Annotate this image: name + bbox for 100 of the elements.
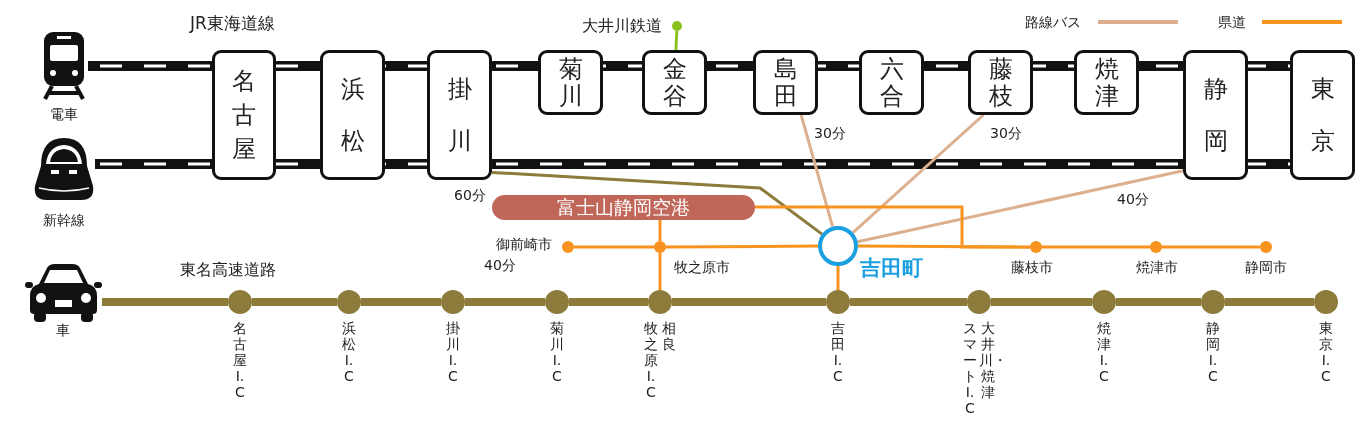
interchange-dot (967, 290, 991, 314)
rail-line (1248, 61, 1290, 71)
rail-line (95, 159, 212, 169)
interchange-label: 掛川I.C (445, 320, 461, 384)
interchange-label: 牧之原I.C (643, 320, 659, 400)
station-box: 菊川 (538, 50, 603, 115)
interchange-dot (337, 290, 361, 314)
rail-line (707, 61, 753, 71)
line-name-label: JR東海道線 (190, 13, 275, 34)
rail-line (818, 61, 859, 71)
station-box: 浜松 (320, 50, 385, 180)
road-junction-dot (1030, 241, 1042, 253)
rail-line (1248, 159, 1290, 169)
rail-line (1033, 61, 1074, 71)
legend-label: 県道 (1218, 14, 1246, 30)
city-label: 牧之原市 (674, 259, 730, 275)
station-box: 六合 (859, 50, 924, 115)
rail-line (385, 159, 427, 169)
town-label: 吉田町 (860, 256, 923, 281)
station-box: 掛川 (427, 50, 492, 180)
interchange-dot (441, 290, 465, 314)
route-line (666, 244, 818, 249)
city-label: 藤枝市 (1011, 259, 1053, 275)
rail-line (1139, 61, 1183, 71)
city-label: 焼津市 (1136, 259, 1178, 275)
time-label: 40分 (484, 257, 516, 273)
highway-line (672, 298, 826, 306)
interchange-dot (545, 290, 569, 314)
rail-line (603, 61, 642, 71)
vehicle-label: 車 (56, 322, 70, 338)
route-line (799, 114, 835, 228)
interchange-label: 菊川I.C (549, 320, 565, 384)
interchange-label: 東京I.C (1318, 320, 1334, 384)
interchange-dot (1314, 290, 1338, 314)
route-line (658, 220, 662, 241)
route-line (491, 170, 823, 236)
rail-line (88, 61, 212, 71)
airport-box: 富士山静岡空港 (492, 195, 755, 220)
highway-line (252, 298, 337, 306)
city-label: 静岡市 (1245, 259, 1287, 275)
highway-line (1225, 298, 1314, 306)
rail-line (924, 61, 968, 71)
interchange-label: 浜松I.C (341, 320, 357, 384)
interchange-label: 静岡I.C (1205, 320, 1221, 384)
vehicle-label: 電車 (50, 106, 78, 122)
rail-line (492, 159, 1183, 169)
city-label: 御前崎市 (496, 236, 552, 252)
car-icon (25, 264, 102, 322)
station-box: 島田 (753, 50, 818, 115)
route-line (1042, 245, 1150, 249)
route-line (858, 244, 1030, 249)
route-line (658, 253, 662, 290)
interchange-dot (228, 290, 252, 314)
vehicle-label: 新幹線 (43, 212, 85, 228)
route-line (1162, 245, 1260, 249)
rail-line (276, 159, 320, 169)
interchange-label: 吉田I.C (830, 320, 846, 384)
route-line (674, 30, 679, 51)
road-junction-dot (1150, 241, 1162, 253)
station-box: 金谷 (642, 50, 707, 115)
rail-line (276, 61, 320, 71)
interchange-label: スマートI.C (962, 320, 978, 416)
edge-label: 40分 (1115, 191, 1151, 207)
legend-label: 路線バス (1025, 14, 1081, 30)
line-label: 大井川鉄道 (582, 16, 662, 36)
interchange-dot (1092, 290, 1116, 314)
station-box: 焼津 (1074, 50, 1139, 115)
edge-label: 30分 (988, 125, 1024, 141)
road-junction-dot (1260, 241, 1272, 253)
edge-label: 30分 (812, 125, 848, 141)
highway-line (991, 298, 1092, 306)
station-box: 静岡 (1183, 50, 1248, 180)
town-marker-circle (818, 226, 858, 266)
interchange-label: 相良 (661, 320, 677, 352)
edge-label: 60分 (452, 187, 488, 203)
route-line (836, 266, 840, 290)
highway-line (569, 298, 648, 306)
road-junction-dot (654, 241, 666, 253)
highway-line (1116, 298, 1201, 306)
station-box: 東京 (1290, 50, 1355, 180)
interchange-label: 名古屋I.C (232, 320, 248, 400)
line-name-label: 東名高速道路 (180, 260, 276, 280)
highway-line (465, 298, 545, 306)
line-end-dot (672, 21, 682, 31)
highway-line (361, 298, 441, 306)
interchange-dot (826, 290, 850, 314)
rail-line (492, 61, 538, 71)
road-junction-dot (562, 241, 574, 253)
highway-line (850, 298, 967, 306)
route-line (851, 113, 985, 234)
interchange-dot (1201, 290, 1225, 314)
bullet-train-icon (33, 136, 95, 202)
interchange-label: 焼津I.C (1096, 320, 1112, 384)
route-line (857, 169, 1184, 244)
station-box: 名古屋 (212, 50, 276, 180)
rail-line (385, 61, 427, 71)
route-line (755, 205, 1030, 249)
route-line (574, 245, 654, 249)
station-box: 藤枝 (968, 50, 1033, 115)
interchange-dot (648, 290, 672, 314)
